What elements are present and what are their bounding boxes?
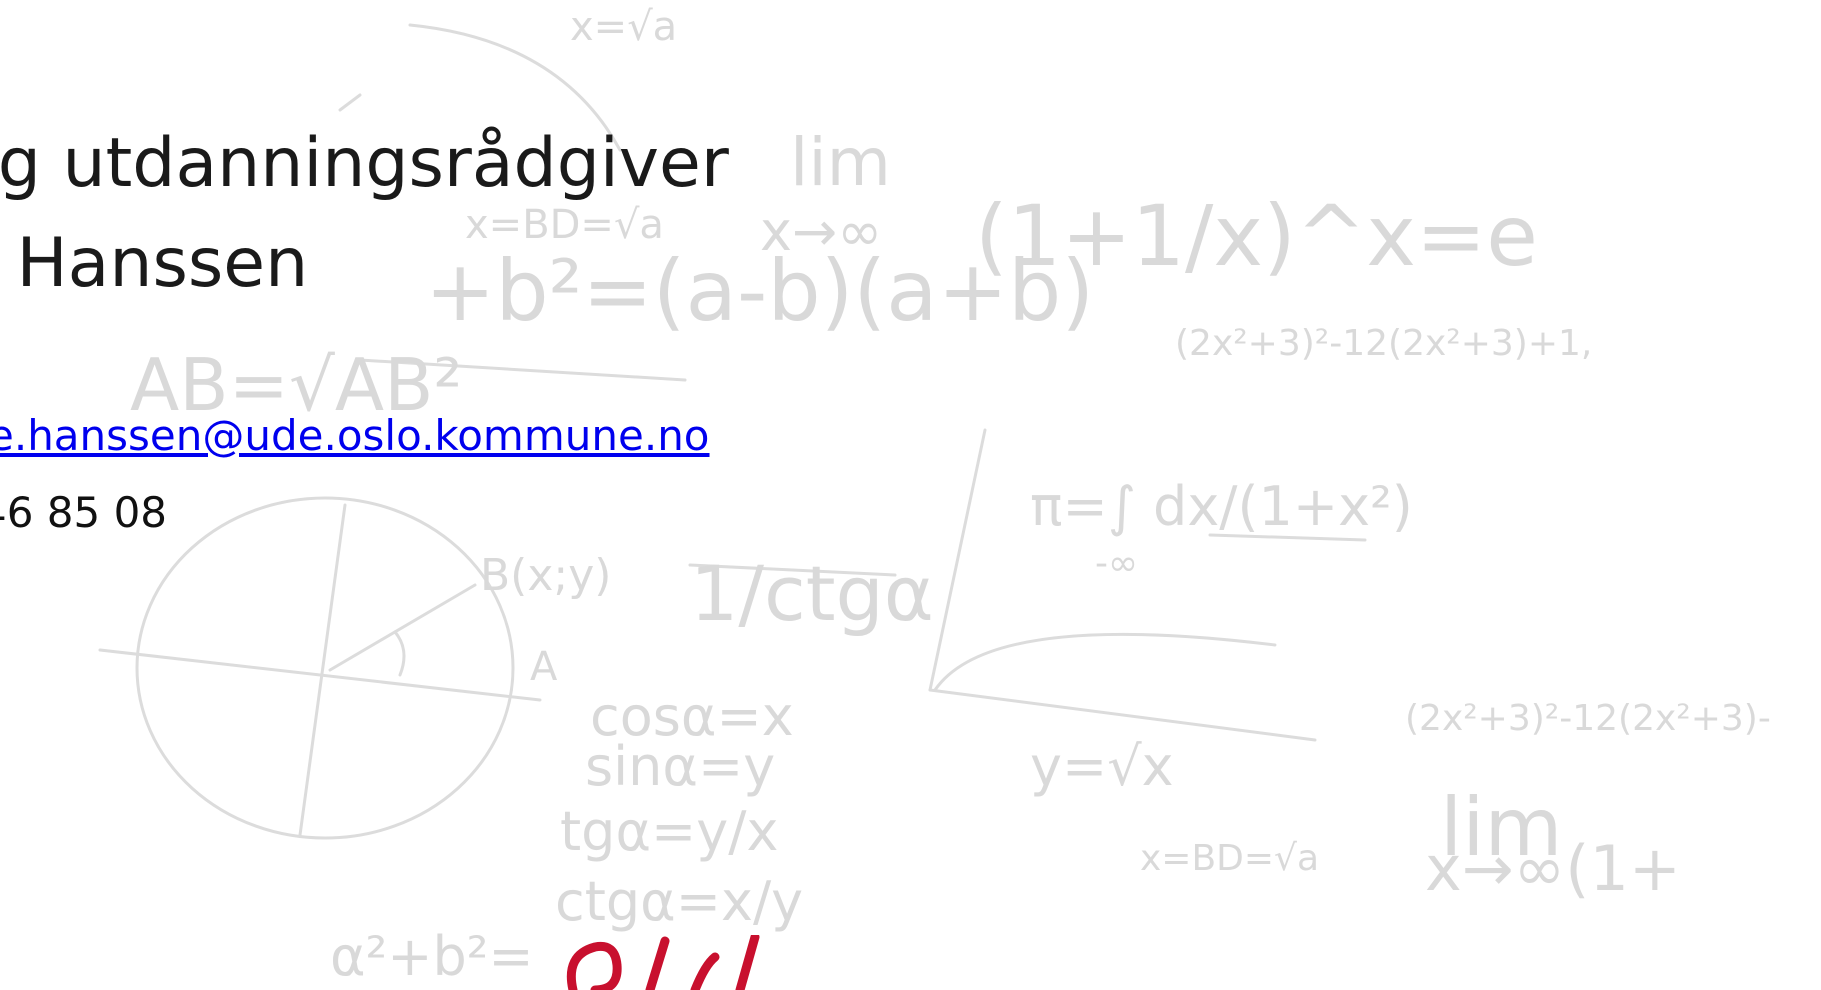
bg-formula: α²+b²= — [330, 925, 534, 988]
graph-x-axis — [928, 688, 1317, 742]
graph-curve — [933, 632, 1277, 692]
bg-formula: y=√x — [1030, 735, 1174, 798]
bg-formula: B(x;y) — [480, 550, 611, 601]
slide-title-line-2: ne Hanssen — [0, 224, 309, 303]
bg-formula: sinα=y — [585, 735, 775, 798]
background-arc-2 — [338, 93, 362, 112]
background-arc — [408, 23, 622, 152]
circle-radius — [328, 583, 477, 672]
angle-arc — [393, 630, 406, 677]
graph-y-axis — [928, 428, 987, 692]
bg-formula: AB=√AB² — [130, 343, 462, 427]
bg-formula: lim — [1440, 781, 1562, 874]
fraction-bar — [688, 563, 897, 577]
bg-formula: (2x²+3)²-12(2x²+3)+1, — [1175, 323, 1592, 364]
bg-formula: (1+1/x)^x=e — [975, 187, 1538, 285]
bg-formula: π=∫ dx/(1+x²) — [1030, 475, 1413, 538]
bg-formula: A — [530, 644, 558, 690]
circle-x-axis — [98, 648, 542, 702]
bg-formula: ctgα=x/y — [555, 870, 803, 933]
bg-formula: x=√a — [570, 4, 677, 50]
oslo-logo-icon — [566, 935, 760, 990]
bg-formula: cosα=x — [590, 685, 794, 748]
circle-y-axis — [298, 503, 347, 837]
sqrt-bar — [358, 358, 687, 382]
unit-circle — [135, 496, 515, 840]
integral-bar — [1208, 533, 1367, 542]
phone-number: 46 85 08 — [0, 488, 168, 537]
bg-formula: (2x²+3)²-12(2x²+3)- — [1405, 698, 1771, 739]
bg-formula: -∞ — [1095, 543, 1138, 584]
bg-formula: 1/ctgα — [690, 549, 934, 638]
bg-formula: x=BD=√a — [465, 202, 664, 248]
email-link[interactable]: e.hanssen@ude.oslo.kommune.no — [0, 411, 710, 460]
bg-formula: x→∞ — [760, 200, 882, 263]
bg-formula: x→∞(1+ — [1425, 832, 1681, 905]
bg-formula: +b²=(a-b)(a+b) — [425, 242, 1094, 340]
slide-title-line-1: - og utdanningsrådgiver — [0, 124, 729, 203]
bg-formula: x=BD=√a — [1140, 838, 1319, 879]
bg-formula: lim — [790, 124, 891, 201]
bg-formula: tgα=y/x — [560, 800, 778, 863]
